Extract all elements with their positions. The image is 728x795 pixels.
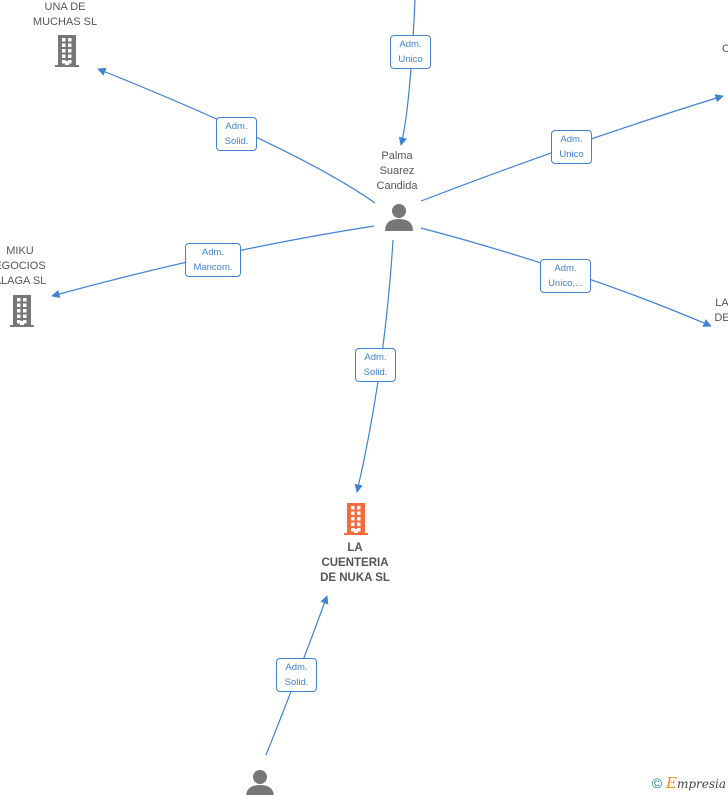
node-label-line: MIKU	[6, 245, 34, 257]
person-icon[interactable]	[246, 770, 274, 795]
edge-e_una	[97, 67, 376, 204]
node-label-line: ALAGA SL	[0, 275, 47, 287]
edge-label[interactable]: Adm. Mancom.	[185, 243, 241, 277]
node-label-line: DE NUKA SL	[320, 572, 390, 584]
edge-label[interactable]: Adm. Unico,...	[540, 259, 591, 293]
node-label-right-mid[interactable]: LA DE	[714, 296, 728, 326]
edge-label-line: Mancom.	[193, 262, 233, 273]
edge-label-line: Adm.	[201, 247, 225, 258]
node-label-una[interactable]: UNA DE MUCHAS SL	[33, 0, 97, 30]
edge-label-line: Adm.	[285, 662, 308, 673]
node-label-line: DE	[714, 312, 728, 324]
node-label-line: LA	[715, 297, 728, 309]
edge-label[interactable]: Adm. Unico	[551, 130, 592, 164]
edge-e_top	[398, 0, 416, 146]
node-label-nuka[interactable]: LA CUENTERIA DE NUKA SL	[320, 541, 390, 586]
edge-label-line: Solid.	[363, 367, 388, 378]
edge-label[interactable]: Adm. Unico	[390, 35, 431, 69]
edge-label-line: Solid.	[224, 136, 249, 147]
edge-label-line: Unico,...	[548, 278, 583, 289]
node-label-line: MUCHAS SL	[32, 16, 98, 28]
brand-name: mpresia	[676, 777, 726, 791]
node-label-line: C	[722, 43, 728, 55]
copyright-symbol: ©	[651, 775, 663, 791]
edge-label-line: Adm.	[225, 121, 248, 132]
node-label-line: Palma	[381, 150, 413, 162]
node-label-miku[interactable]: MIKU EGOCIOS ALAGA SL	[0, 244, 46, 289]
node-label-line: CUENTERIA	[321, 557, 389, 569]
edge-label[interactable]: Adm. Solid.	[355, 348, 396, 382]
person-icon[interactable]	[385, 204, 413, 231]
edge-label-line: Adm.	[399, 39, 422, 50]
node-label-line: Suarez	[379, 165, 415, 177]
node-label-line: Candida	[376, 180, 418, 192]
footer-brand[interactable]: © Empresia	[652, 774, 726, 792]
building-icon[interactable]	[344, 503, 368, 535]
node-label-line: LA	[347, 542, 363, 554]
edge-label-line: Unico	[398, 54, 423, 65]
edge-label-line: Adm.	[554, 263, 577, 274]
edge-label-line: Adm.	[560, 134, 583, 145]
brand-initial: E	[665, 774, 677, 792]
node-label-right-top[interactable]: C	[722, 42, 728, 57]
edge-label-line: Adm.	[364, 352, 387, 363]
edge-label[interactable]: Adm. Solid.	[276, 658, 317, 692]
building-icon[interactable]	[10, 295, 34, 327]
node-label-line: EGOCIOS	[0, 260, 46, 272]
edge-label[interactable]: Adm. Solid.	[216, 117, 257, 151]
edge-label-line: Solid.	[284, 677, 309, 688]
edge-label-line: Unico	[559, 149, 584, 160]
node-label-line: UNA DE	[44, 1, 86, 13]
building-icon[interactable]	[55, 35, 79, 67]
